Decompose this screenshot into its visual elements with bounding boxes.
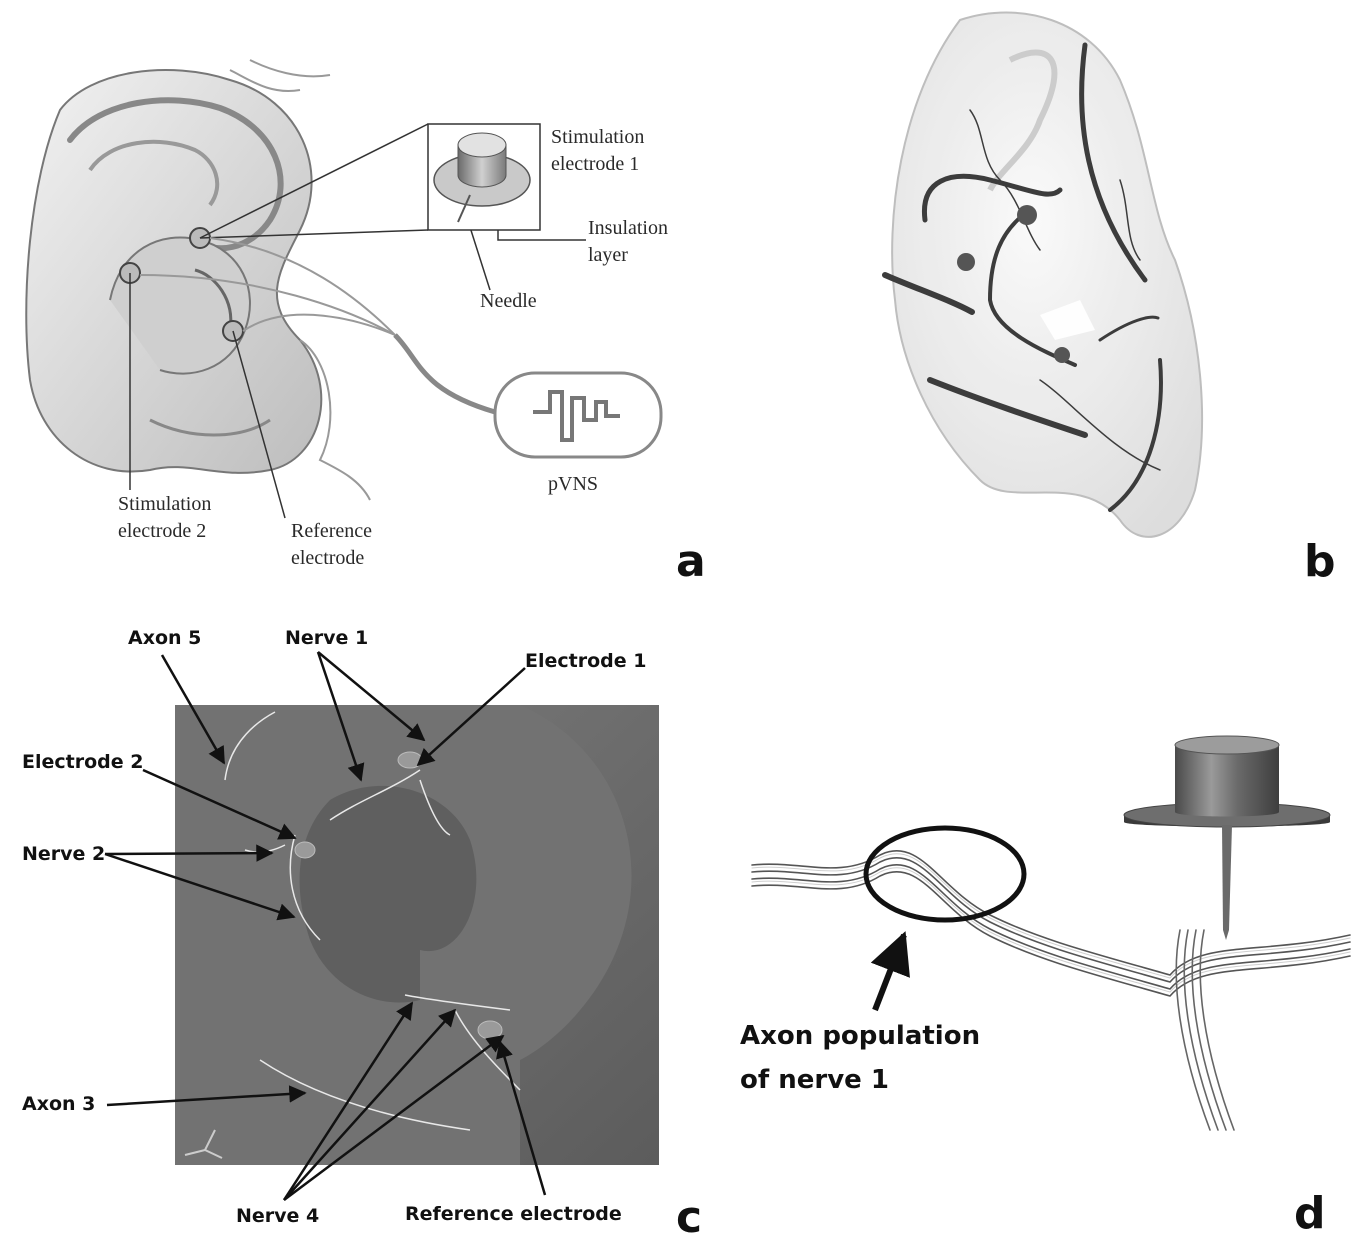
insulation-label-line2: layer bbox=[588, 244, 628, 266]
electrode-3d-d bbox=[1124, 736, 1330, 940]
pvns-label: pVNS bbox=[548, 473, 598, 495]
insulation-label-line1: Insulation bbox=[588, 217, 668, 239]
nerve-2-label: Nerve 2 bbox=[22, 843, 105, 865]
axon-population-highlight bbox=[866, 828, 1024, 920]
panel-letter-c: c bbox=[676, 1192, 702, 1237]
axon-5-label: Axon 5 bbox=[128, 627, 201, 649]
ear-sketch bbox=[26, 60, 370, 500]
panel-d: Axon population of nerve 1 d bbox=[740, 736, 1350, 1237]
stim-electrode-2-label-line1: Stimulation bbox=[118, 493, 211, 515]
stim-electrode-2-label-line2: electrode 2 bbox=[118, 520, 206, 542]
reference-electrode-c-label: Reference electrode bbox=[405, 1203, 622, 1225]
nerve-1-label: Nerve 1 bbox=[285, 627, 368, 649]
needle-label: Needle bbox=[480, 290, 537, 312]
axon-3-label: Axon 3 bbox=[22, 1093, 95, 1115]
reference-electrode-label-line2: electrode bbox=[291, 547, 364, 569]
axon-population-label-line2: of nerve 1 bbox=[740, 1065, 889, 1095]
axon-population-label-line1: Axon population bbox=[740, 1021, 980, 1051]
nerve-4-label: Nerve 4 bbox=[236, 1205, 319, 1227]
panel-c: Axon 5 Nerve 1 Electrode 1 Electrode 2 N… bbox=[22, 627, 702, 1237]
panel-b: b bbox=[885, 13, 1336, 588]
device-cable bbox=[395, 335, 495, 412]
ear-shell-3d bbox=[892, 13, 1202, 537]
electrode-1-label: Electrode 1 bbox=[525, 650, 646, 672]
stim-electrode-1-label-line1: Stimulation bbox=[551, 126, 644, 148]
stim-electrode-1-label-line2: electrode 1 bbox=[551, 153, 639, 175]
panel-letter-a: a bbox=[676, 536, 706, 587]
panel-a: Stimulation electrode 1 Insulation layer… bbox=[26, 60, 705, 587]
reference-electrode-label-line1: Reference bbox=[291, 520, 372, 542]
panel-letter-b: b bbox=[1304, 536, 1336, 587]
pvns-device bbox=[495, 373, 661, 457]
electrode-2-label: Electrode 2 bbox=[22, 751, 143, 773]
axon-population-arrow bbox=[875, 935, 904, 1010]
panel-letter-d: d bbox=[1294, 1188, 1326, 1237]
